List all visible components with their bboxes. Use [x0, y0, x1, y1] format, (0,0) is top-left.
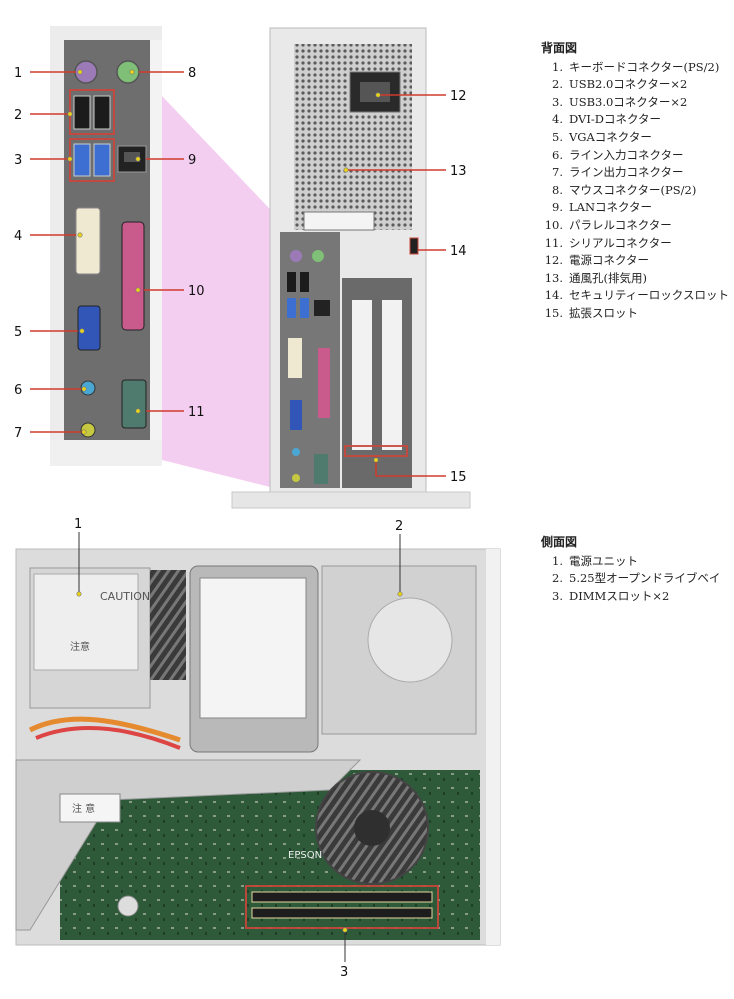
callout-number: 8	[188, 66, 196, 81]
legend-item: 9.LANコネクター	[552, 200, 653, 215]
callout-number: 14	[450, 244, 467, 259]
legend-item: 7.ライン出力コネクター	[552, 165, 684, 180]
legend-item: 8.マウスコネクター(PS/2)	[552, 182, 697, 197]
callout-number: 5	[14, 325, 22, 340]
rear-callout-lines	[30, 71, 446, 477]
legend-list: 1.キーボードコネクター(PS/2) 2.USB2.0コネクター×2 3.USB…	[541, 59, 729, 323]
legend-item: 1.キーボードコネクター(PS/2)	[552, 59, 720, 74]
callout-number: 3	[340, 965, 348, 980]
callout-number: 2	[14, 108, 22, 123]
serial-port	[121, 379, 147, 429]
legend-item: 10.パラレルコネクター	[544, 217, 672, 232]
callout-number: 10	[188, 284, 205, 299]
dimm-highlight-box	[245, 885, 439, 929]
ps2-mouse-port	[116, 60, 140, 84]
board-warn-text: 注 意	[72, 802, 95, 815]
callout-number: 1	[14, 66, 22, 81]
callout-number: 15	[450, 470, 467, 485]
callout-number: 13	[450, 164, 467, 179]
legend-item: 4.DVI-Dコネクター	[552, 112, 662, 127]
legend-item: 15.拡張スロット	[544, 305, 638, 320]
side-view-photo: CAUTION 注意 注 意 EPSON	[15, 548, 501, 946]
legend-item: 3.DIMMスロット×2	[552, 588, 670, 603]
legend-item: 12.電源コネクター	[544, 253, 650, 268]
callout-number: 3	[14, 153, 22, 168]
tower-rear	[231, 27, 471, 509]
dvi-port	[75, 207, 101, 275]
callout-number: 6	[14, 383, 22, 398]
callout-number: 9	[188, 153, 196, 168]
usb2-port	[93, 95, 111, 130]
legend-item: 1.電源ユニット	[552, 553, 638, 568]
parallel-port	[121, 221, 145, 331]
security-slot	[409, 237, 419, 255]
zoom-highlight	[162, 96, 290, 492]
dimm-slot	[251, 891, 433, 903]
callout-number: 11	[188, 405, 205, 420]
legend-item: 3.USB3.0コネクター×2	[552, 94, 688, 109]
legend-title: 側面図	[541, 535, 578, 549]
legend-list: 1.電源ユニット 2.5.25型オープンドライブベイ 3.DIMMスロット×2	[541, 553, 720, 606]
legend-item: 11.シリアルコネクター	[544, 235, 672, 250]
callout-number: 4	[14, 229, 22, 244]
dimm-slot	[251, 907, 433, 919]
legend-item: 13.通風孔(排気用)	[544, 270, 647, 285]
rear-io-closeup	[50, 26, 162, 466]
rear-view-legend: 背面図 1.キーボードコネクター(PS/2) 2.USB2.0コネクター×2 3…	[541, 40, 729, 323]
legend-item: 6.ライン入力コネクター	[552, 147, 684, 162]
usb3-port	[73, 143, 91, 177]
usb3-port	[93, 143, 111, 177]
callout-number: 2	[395, 519, 403, 534]
psu-caution-text: CAUTION	[100, 590, 150, 603]
side-view-legend: 側面図 1.電源ユニット 2.5.25型オープンドライブベイ 3.DIMMスロッ…	[541, 534, 720, 605]
legend-title: 背面図	[541, 41, 578, 55]
side-callout-lines	[78, 532, 401, 962]
legend-item: 2.USB2.0コネクター×2	[552, 77, 688, 92]
legend-item: 5.VGAコネクター	[552, 129, 652, 144]
line-in-jack	[80, 380, 96, 396]
legend-item: 2.5.25型オープンドライブベイ	[552, 571, 721, 586]
callout-number: 12	[450, 89, 467, 104]
vga-port	[77, 305, 101, 351]
callout-number: 7	[14, 426, 22, 441]
psu-warn-text: 注意	[70, 640, 90, 653]
legend-item: 14.セキュリティーロックスロット	[544, 288, 729, 303]
usb2-port	[73, 95, 91, 130]
callout-number: 1	[74, 517, 82, 532]
board-brand-text: EPSON	[288, 850, 322, 861]
